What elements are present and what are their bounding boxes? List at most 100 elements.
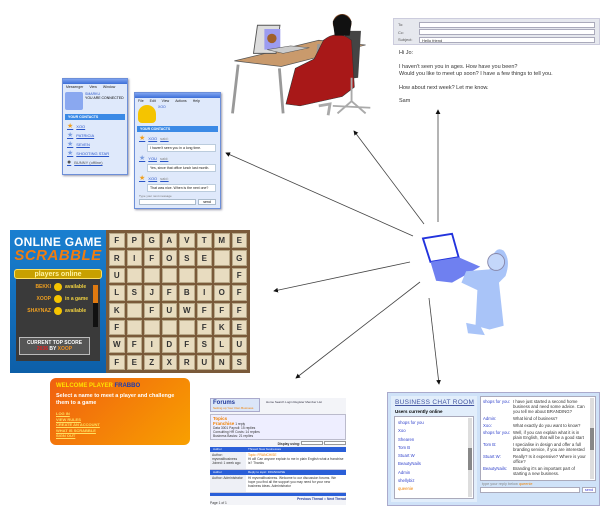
scrollbar[interactable] — [468, 418, 472, 497]
menu-item[interactable]: Messenger — [66, 85, 84, 89]
top-score: 2036 — [36, 346, 49, 352]
reply-input[interactable] — [480, 487, 580, 493]
topic-line[interactable]: Consulting HR Costs: 14 replies — [213, 430, 260, 434]
player-status: available — [65, 308, 87, 314]
author-column: Author — [213, 470, 222, 474]
link[interactable]: LOG IN — [56, 411, 70, 416]
link[interactable]: CREATE AN ACCOUNT — [56, 422, 100, 427]
reply-user: queenie — [518, 482, 533, 486]
letter-tile: I — [196, 285, 212, 301]
online-user[interactable]: Stuart W — [398, 453, 415, 459]
chat-user: Stuart W: — [483, 454, 501, 459]
letter-tile: F — [196, 302, 212, 318]
online-user[interactable]: BeautyNails — [398, 461, 421, 467]
letter-tile: J — [144, 285, 160, 301]
thread-nav[interactable]: Previous Thread :: Next Thread — [297, 497, 346, 501]
star-icon: ★ — [67, 122, 74, 130]
contact-item[interactable]: ★PATRICIA — [63, 131, 127, 140]
letter-tile: F — [144, 302, 160, 318]
letter-tile: G — [231, 250, 247, 266]
contact-item[interactable]: ★SEVEN — [63, 140, 127, 149]
letter-tile — [126, 302, 142, 318]
display-label: Display using: — [277, 442, 301, 446]
online-user[interactable]: shops for you — [398, 420, 424, 425]
smiley-icon — [54, 283, 62, 291]
game-logo: SCRABBLE — [14, 247, 102, 264]
letter-tile: B — [179, 285, 195, 301]
reply-label: Reply to topic: FRANCHISE — [248, 470, 286, 474]
forum-nav[interactable]: Home Search Login Register Member List — [266, 400, 322, 404]
letter-tile: U — [231, 337, 247, 353]
sort-select[interactable] — [324, 441, 346, 445]
contact-item[interactable]: ★XOO — [63, 122, 127, 131]
chat-log: shops for you:I have just started a seco… — [480, 396, 596, 481]
message-input-placeholder: Type your next message — [139, 194, 172, 198]
letter-tile — [126, 267, 142, 284]
chat-title: BUSINESS CHAT ROOM — [395, 399, 475, 406]
scrollbar[interactable] — [93, 285, 98, 327]
chat-message: Stuart W: Really? Is it expensive? Where … — [483, 454, 588, 464]
game-title: ONLINE GAME — [14, 235, 102, 249]
letter-tile: I — [126, 250, 142, 266]
page-indicator: Page 1 of 1 — [210, 501, 227, 505]
menu-item[interactable]: File — [138, 99, 144, 103]
link[interactable]: VIEW RULES — [56, 416, 81, 422]
online-user[interactable]: Shearen — [398, 436, 415, 442]
letter-tile: S — [126, 285, 142, 301]
topic-line[interactable]: Data 3001 Payroll: 15 replies — [213, 426, 256, 430]
title-bar[interactable] — [63, 79, 127, 84]
online-user[interactable]: Tom B — [398, 444, 411, 450]
chat-text: Really? Is it expensive? Where is your o… — [513, 454, 586, 464]
online-user[interactable]: shellybiz — [398, 478, 415, 484]
contact-name: PATRICIA — [76, 133, 95, 138]
contacts-header: YOUR CONTACTS — [65, 114, 125, 120]
menu-item[interactable]: View — [89, 85, 97, 89]
menu-item[interactable]: Help — [192, 99, 200, 103]
link[interactable]: SIGN OUT — [56, 433, 76, 438]
contact-item[interactable]: ★SHOOTING STAR — [63, 149, 127, 158]
topic-link[interactable]: Franchise — [213, 421, 235, 426]
online-user[interactable]: queenie — [398, 486, 414, 492]
send-button[interactable]: send — [198, 199, 216, 205]
subject-field[interactable]: Hello friend — [419, 36, 595, 43]
business-chat-room: BUSINESS CHAT ROOM Users currently onlin… — [387, 392, 600, 506]
menu-item[interactable]: View — [161, 99, 170, 103]
contact-item[interactable]: ●BUNNY (offline) — [63, 158, 127, 167]
email-line: How about next week? Let me know. — [399, 84, 489, 91]
scrollbar[interactable] — [590, 398, 594, 479]
email-body[interactable]: Hi Jo: I haven't seen you in ages. How h… — [393, 45, 600, 117]
letter-tile — [126, 319, 142, 336]
subject-label: Subject: — [398, 37, 413, 43]
letter-tile: F — [109, 233, 125, 249]
online-user[interactable]: Admin — [398, 469, 411, 475]
link[interactable]: WHAT IS SCRABBLE — [56, 427, 96, 433]
message-input[interactable] — [139, 199, 196, 205]
to-field[interactable] — [419, 21, 595, 28]
display-select[interactable] — [301, 441, 324, 445]
letter-tile: O — [161, 250, 177, 266]
menu-item[interactable]: Window — [102, 85, 116, 89]
letter-tile — [144, 267, 160, 284]
chat-message: Xoo:What exactly do you want to know? — [483, 423, 588, 428]
topic-line[interactable]: Business Basics: 21 replies — [213, 434, 254, 438]
online-user[interactable]: Xoo — [398, 428, 406, 434]
letter-tile: U — [109, 267, 125, 284]
chat-user: BeautyNails: — [483, 466, 508, 471]
title-bar[interactable] — [135, 93, 220, 98]
contact-name: XOO — [76, 124, 86, 129]
menu-item[interactable]: Actions — [175, 99, 187, 103]
send-button[interactable]: send — [582, 487, 596, 493]
star-icon: ★ — [139, 154, 146, 162]
cc-field[interactable] — [419, 29, 595, 36]
player-name: XOOP — [36, 296, 51, 302]
menu-item[interactable]: Edit — [149, 99, 156, 103]
letter-tile: F — [179, 337, 195, 353]
